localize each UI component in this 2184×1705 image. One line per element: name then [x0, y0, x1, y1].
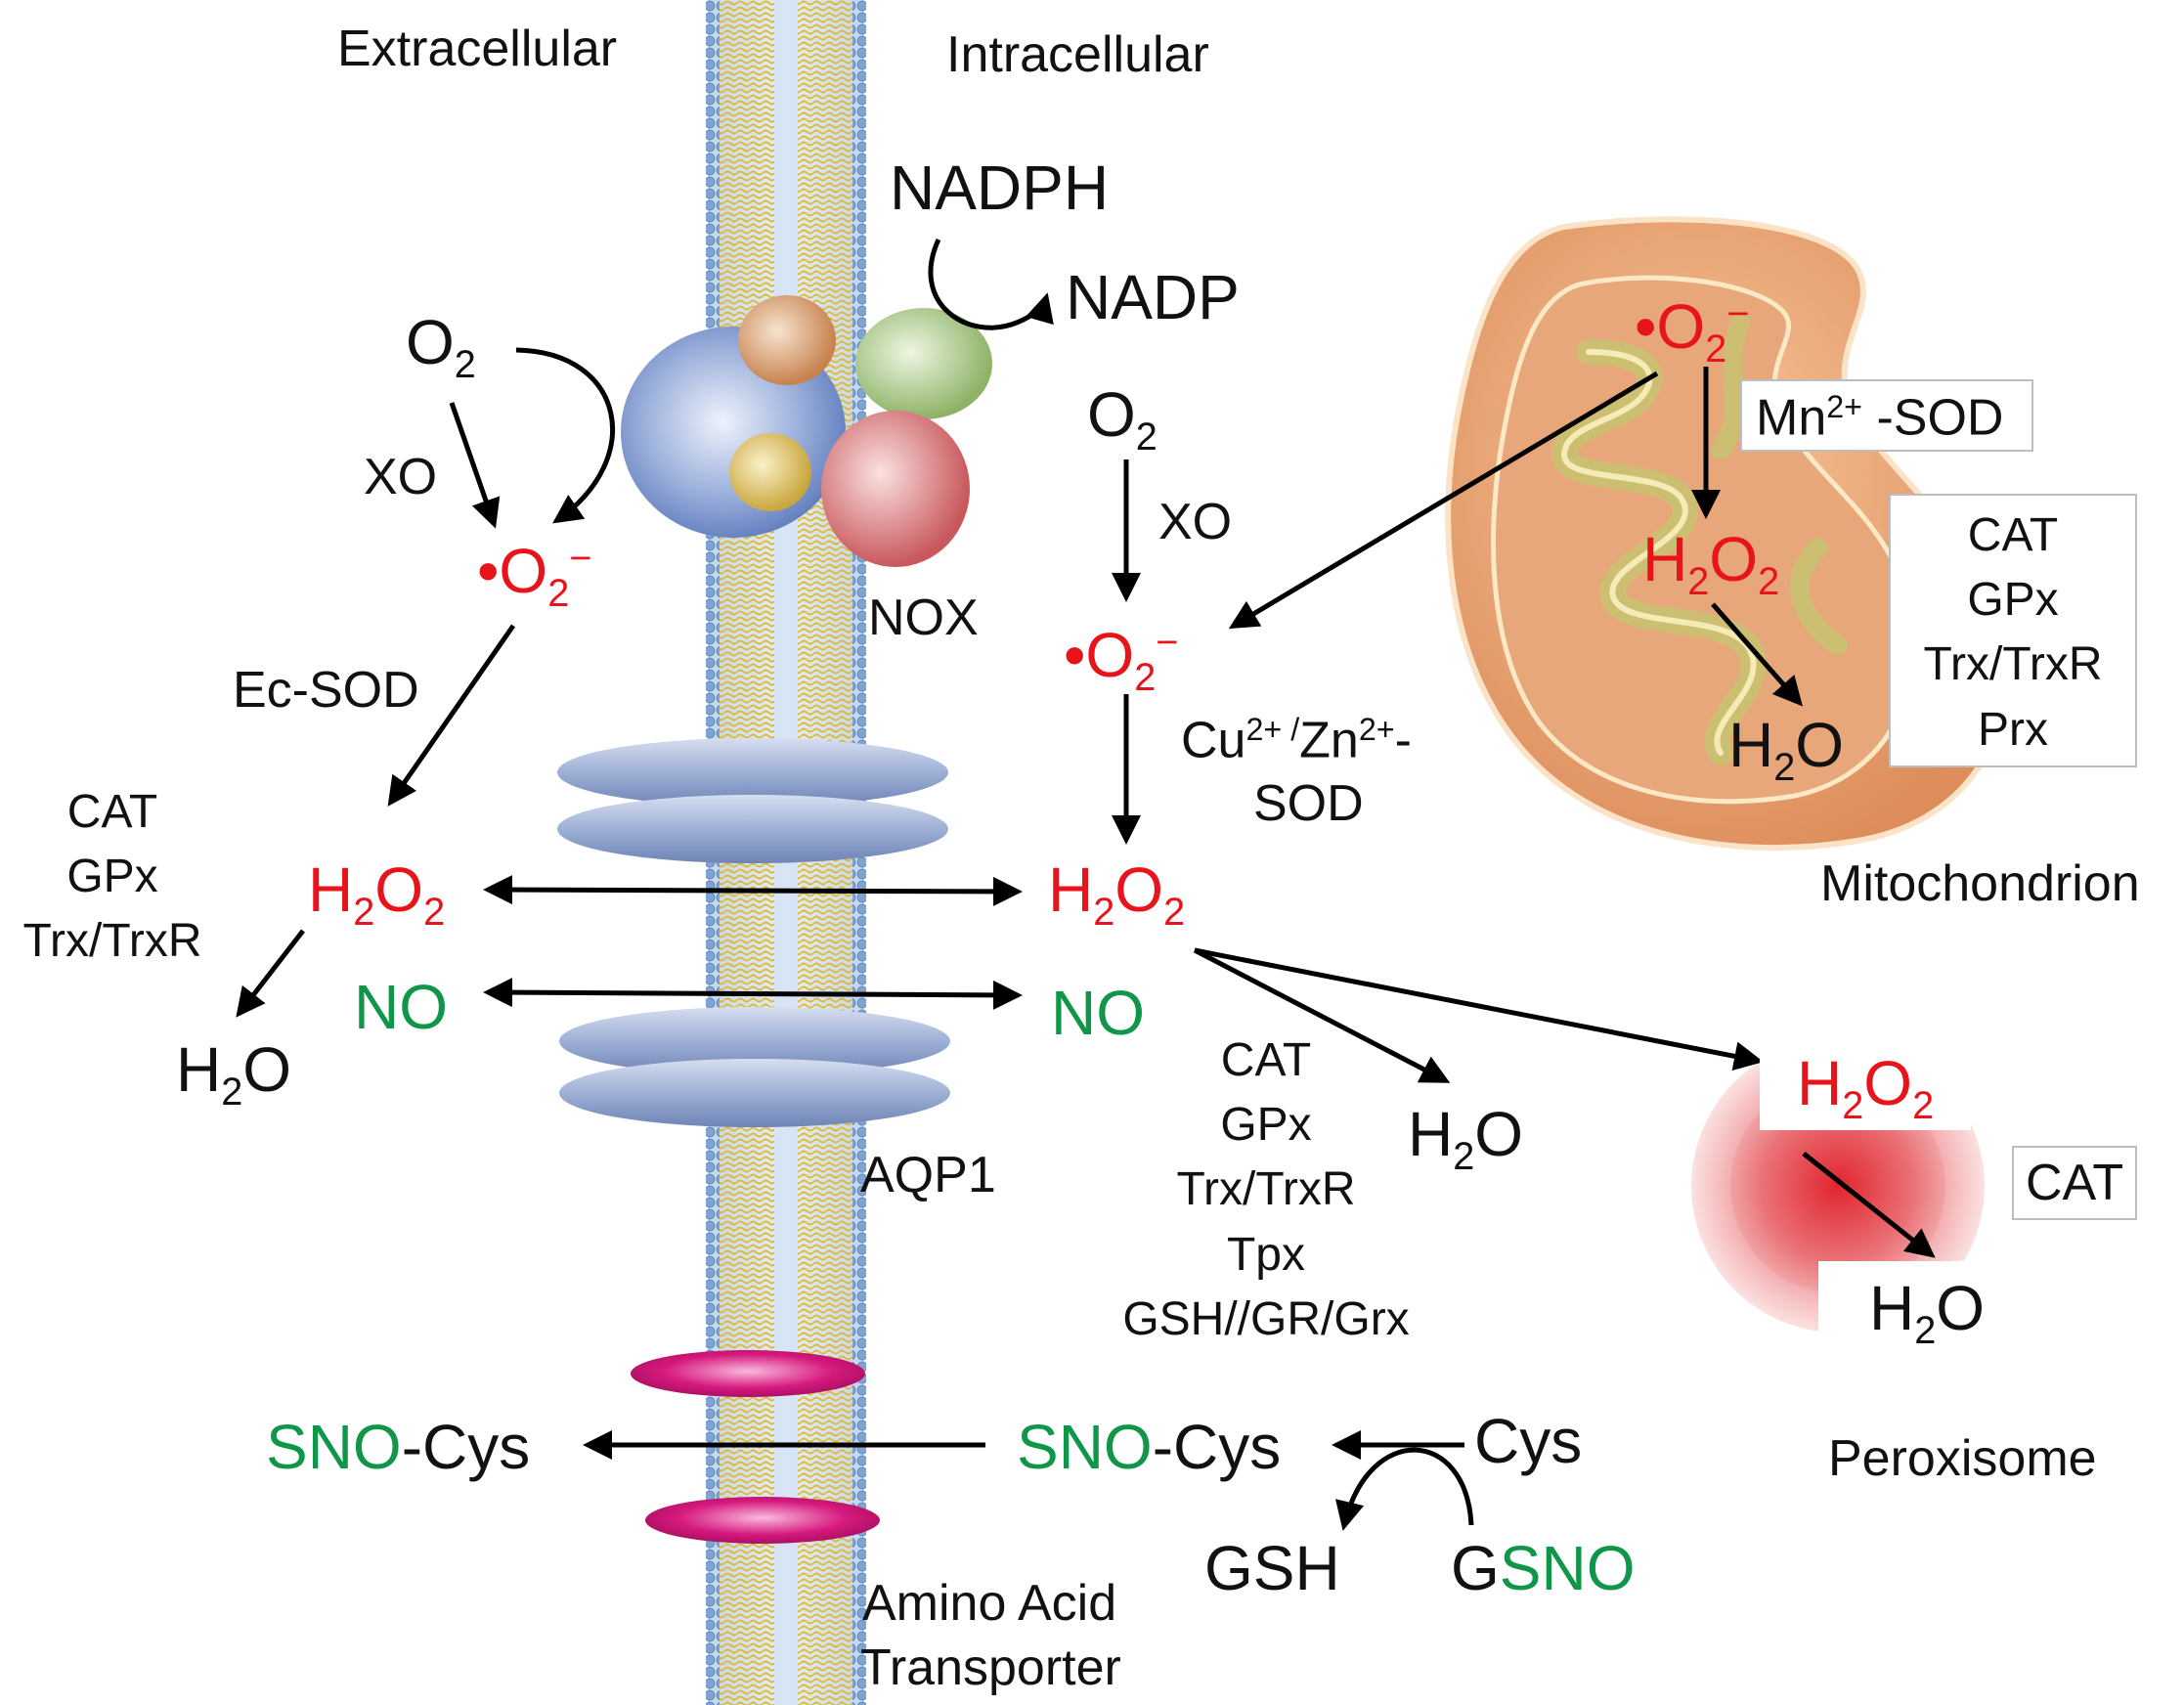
mitochondrial-antioxidant-list: CAT GPx Trx/TrxR Prx: [1891, 503, 2135, 763]
ec-sod-label: Ec-SOD: [233, 662, 419, 719]
gsno-label: GSNO: [1451, 1533, 1636, 1603]
h2o2-extracellular: H2O2: [308, 854, 446, 934]
o2-intracellular: O2: [1087, 379, 1158, 459]
aqp1-channel: [557, 738, 950, 1127]
cu-zn-sod-label-line2: SOD: [1253, 775, 1364, 832]
enzyme-trx-trxr: Trx/TrxR: [1176, 1163, 1356, 1216]
xo-label-intracellular: XO: [1158, 494, 1233, 550]
arrow-o2-to-superoxide-curved: [515, 347, 616, 524]
enzyme-gpx: GPx: [1220, 1099, 1312, 1152]
arrow-h2o2-to-h2o-right: [1193, 947, 1451, 1083]
extracellular-antioxidant-list: CAT GPx Trx/TrxR: [10, 780, 215, 975]
enzyme-cat: CAT: [1967, 509, 2059, 561]
nadph-label: NADPH: [890, 153, 1110, 223]
h2o2-intracellular: H2O2: [1048, 854, 1186, 934]
arrow-superoxide-to-h2o2-left: [387, 624, 516, 807]
sno-cys-intracellular: SNO-Cys: [1017, 1412, 1282, 1482]
perox-h2o-box: H2O: [1818, 1261, 2039, 1355]
mn-sod-box: Mn2+ -SOD: [1740, 379, 2033, 452]
arrow-h2o2-transport: [483, 875, 1023, 906]
arrow-mito-superoxide-to-cytosol: [1228, 371, 1659, 630]
amino-acid-transporter-label-line2: Transporter: [860, 1639, 1121, 1696]
peroxisome-label: Peroxisome: [1828, 1430, 2097, 1487]
superoxide-intracellular: •O2−: [1064, 620, 1179, 699]
arrow-perox-h2o2-to-h2o: [1802, 1152, 1936, 1258]
enzyme-gpx: GPx: [1967, 574, 2059, 627]
h2o2-mitochondrial: H2O2: [1642, 524, 1780, 603]
no-intracellular: NO: [1051, 978, 1145, 1048]
mitochondrial-antioxidant-box: CAT GPx Trx/TrxR Prx: [1889, 494, 2137, 767]
arrow-h2o2-to-h2o-left: [236, 929, 305, 1018]
arrow-nadph-to-nadp: [928, 238, 1054, 330]
arrow-mito-h2o2-to-h2o: [1711, 602, 1803, 707]
perox-cat-box: CAT: [2012, 1146, 2137, 1220]
enzyme-gsh-gr-grx: GSH//GR/Grx: [1122, 1292, 1410, 1345]
arrow-no-transport: [483, 978, 1023, 1010]
enzyme-trx-trxr: Trx/TrxR: [22, 915, 202, 968]
arrow-h2o2-to-peroxisome: [1194, 947, 1764, 1071]
o2-extracellular: O2: [406, 307, 476, 386]
perox-cat-label: CAT: [2026, 1155, 2124, 1211]
enzyme-trx-trxr: Trx/TrxR: [1923, 638, 2103, 691]
h2o2-peroxisomal: H2O2: [1797, 1048, 1935, 1127]
gsh-label: GSH: [1204, 1533, 1340, 1603]
nox-complex: [621, 295, 992, 567]
intracellular-label: Intracellular: [946, 26, 1209, 83]
superoxide-extracellular: •O2−: [477, 536, 592, 615]
enzyme-gpx: GPx: [66, 851, 158, 903]
perox-h2o2-box: H2O2: [1760, 1038, 1971, 1130]
enzyme-prx: Prx: [1978, 703, 2048, 756]
h2o-peroxisomal: H2O: [1869, 1273, 1986, 1352]
cys-label: Cys: [1474, 1406, 1583, 1476]
mitochondrion-label: Mitochondrion: [1820, 855, 2140, 912]
enzyme-cat: CAT: [1220, 1034, 1312, 1086]
mn-sod-label: Mn2+ -SOD: [1756, 389, 2004, 447]
cytosolic-antioxidant-list: CAT GPx Trx/TrxR Tpx GSH//GR/Grx: [1080, 1028, 1452, 1352]
arrow-o2-to-superoxide-left: [449, 402, 501, 529]
amino-acid-transporter: [631, 1350, 880, 1544]
amino-acid-transporter-label-line1: Amino Acid: [862, 1575, 1117, 1632]
aqp1-label: AQP1: [860, 1147, 996, 1203]
nox-label: NOX: [868, 590, 979, 646]
xo-label-extracellular: XO: [364, 449, 438, 505]
sno-cys-extracellular: SNO-Cys: [266, 1412, 531, 1482]
h2o-extracellular: H2O: [176, 1034, 292, 1114]
enzyme-cat: CAT: [66, 786, 158, 838]
h2o-intracellular: H2O: [1408, 1099, 1524, 1178]
nadp-label: NADP: [1066, 262, 1240, 332]
arrow-gsno-to-gsh: [1334, 1447, 1474, 1531]
superoxide-mitochondrial: •O2−: [1635, 291, 1750, 371]
reaction-arrows: [236, 238, 1936, 1531]
cu-zn-sod-label: Cu2+ /Zn2+-: [1181, 712, 1412, 769]
h2o-mitochondrial: H2O: [1728, 710, 1845, 789]
no-extracellular: NO: [354, 972, 448, 1042]
extracellular-label: Extracellular: [337, 21, 618, 77]
enzyme-tpx: Tpx: [1226, 1228, 1305, 1281]
